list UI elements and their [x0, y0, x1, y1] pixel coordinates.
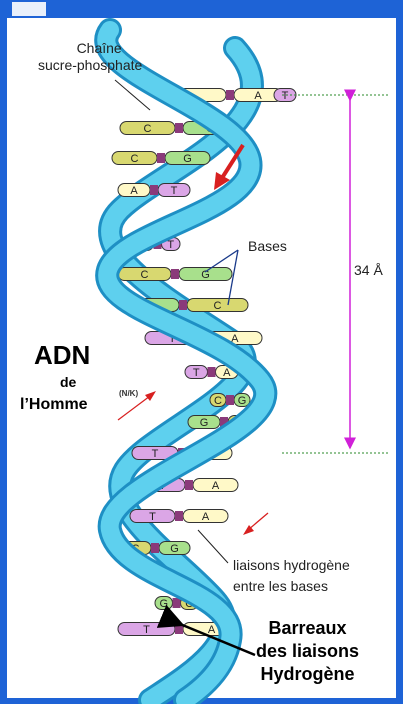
barreaux-label: Barreaux des liaisons Hydrogène	[256, 617, 359, 686]
de-label: de	[60, 374, 76, 391]
hydrogen-bond	[179, 300, 187, 310]
base-left-letter: G	[159, 598, 168, 610]
base-tag: T	[274, 89, 296, 103]
barreaux-line-1: Barreaux	[256, 617, 359, 640]
hbond-label-line-1: liaisons hydrogène	[233, 557, 350, 574]
hydrogen-bond	[151, 543, 159, 553]
base-right-letter: A	[254, 90, 262, 102]
base-left-letter: C	[141, 269, 149, 281]
base-left-letter: T	[193, 367, 200, 379]
bases-label: Bases	[248, 238, 287, 255]
base-left-letter: A	[130, 185, 138, 197]
chain-label: Chaîne sucre-phosphate	[38, 40, 142, 74]
base-right-letter: G	[201, 269, 210, 281]
hydrogen-bond	[175, 123, 183, 133]
base-right-letter: A	[202, 511, 210, 523]
base-left-letter: G	[200, 417, 209, 429]
base-left: G	[188, 416, 220, 430]
base-left: T	[185, 366, 208, 380]
base-left-letter: C	[144, 123, 152, 135]
barreaux-line-2: des liaisons	[256, 640, 359, 663]
distance-label: 34 Å	[354, 262, 383, 279]
hbond-label: liaisons hydrogène entre les bases	[233, 557, 350, 595]
base-right-letter: G	[170, 543, 179, 555]
base-right: A	[193, 479, 238, 493]
base-right-letter: G	[238, 395, 247, 407]
base-right: G	[179, 268, 232, 282]
hbond-leader-line	[198, 530, 228, 563]
base-left-letter: T	[152, 448, 159, 460]
barreaux-line-3: Hydrogène	[256, 663, 359, 686]
homme-label: l’Homme	[20, 396, 88, 413]
red-arrow-lower	[243, 513, 268, 535]
base-right-letter: T	[171, 185, 178, 197]
base-right-letter: T	[167, 239, 174, 251]
chain-label-line-2: sucre-phosphate	[38, 57, 142, 74]
base-left: A	[118, 184, 150, 198]
base-right-letter: A	[208, 624, 216, 636]
hydrogen-bond	[150, 185, 158, 195]
adn-label: ADN	[34, 340, 90, 370]
hydrogen-bond	[171, 269, 179, 279]
base-left: C	[120, 122, 175, 136]
hydrogen-bond	[157, 153, 165, 163]
hydrogen-bond	[226, 90, 234, 100]
base-left-letter: C	[131, 153, 139, 165]
base-left-letter: C	[214, 395, 222, 407]
base-right-letter: G	[183, 153, 192, 165]
hydrogen-bond	[226, 395, 234, 405]
small-mark: (N/K)	[119, 385, 138, 402]
base-left: T	[130, 510, 175, 524]
base-right-letter: A	[212, 480, 220, 492]
base-left: C	[210, 394, 226, 408]
base-left-letter: T	[149, 511, 156, 523]
base-right: A	[183, 510, 228, 524]
hbond-label-line-2: entre les bases	[233, 578, 350, 595]
base-left: G	[155, 597, 173, 611]
base-right: G	[165, 152, 210, 166]
base-right: T	[158, 184, 190, 198]
hydrogen-bond	[175, 511, 183, 521]
base-right: C	[187, 299, 248, 313]
hydrogen-bond	[185, 480, 193, 490]
hydrogen-bond	[208, 367, 216, 377]
hydrogen-bond	[173, 598, 181, 608]
base-left: C	[112, 152, 157, 166]
base-left-letter: T	[143, 624, 150, 636]
base-right: G	[159, 542, 190, 556]
chain-label-line-1: Chaîne	[38, 40, 142, 57]
base-tag-letter: T	[282, 90, 289, 102]
base-left: C	[118, 268, 171, 282]
base-right-letter: C	[214, 300, 222, 312]
base-left: T	[118, 623, 175, 637]
